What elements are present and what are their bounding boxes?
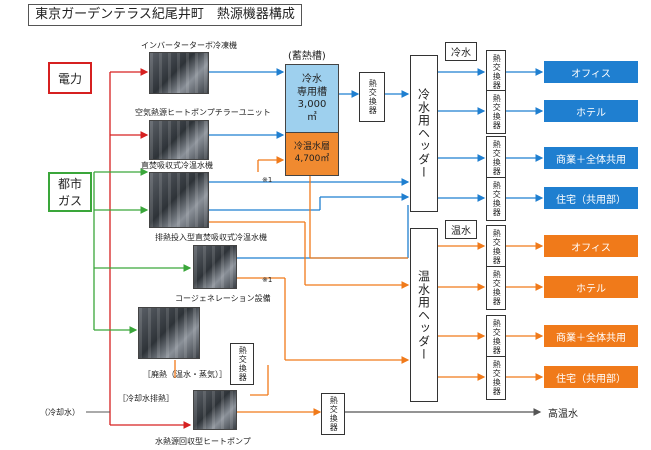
- photo-cogeneration: [138, 307, 200, 359]
- note-1-top: ※1: [262, 176, 273, 184]
- hot-dest-hotel: ホテル: [544, 276, 638, 298]
- storage-cold-volume: 3,000: [297, 99, 327, 110]
- caption-waste-heat: ［廃熱（温水・蒸気）］: [143, 370, 227, 379]
- storage-heading: (蓄熱槽): [288, 51, 326, 62]
- photo-air-heat-pump: [149, 120, 209, 160]
- source-gas-label: 都市ガス: [57, 177, 82, 208]
- heat-exchanger-cold-3: 熱交換器: [486, 136, 506, 180]
- cold-dest-hotel: ホテル: [544, 100, 638, 122]
- heat-exchanger-cold-4: 熱交換器: [486, 177, 506, 221]
- caption-heat-recovery-hp: 水熱源回収型ヒートポンプ: [155, 437, 251, 446]
- hot-dest-office: オフィス: [544, 235, 638, 257]
- source-gas: 都市ガス: [48, 172, 92, 212]
- heat-exchanger-waste: 熱交換器: [230, 343, 254, 385]
- photo-exhaust-absorption: [193, 245, 237, 289]
- hot-dest-commercial: 商業＋全体共用: [544, 325, 638, 347]
- caption-air-heat-pump: 空気熱源ヒートポンプチラーユニット: [135, 108, 271, 117]
- caption-exhaust-absorption: 排熱投入型直焚吸収式冷温水機: [155, 233, 267, 242]
- heat-exchanger-hot-2: 熱交換器: [486, 266, 506, 310]
- cold-dest-residential: 住宅（共用部）: [544, 187, 638, 209]
- cold-dest-commercial: 商業＋全体共用: [544, 147, 638, 169]
- caption-cooling-water: （冷却水）: [40, 408, 80, 417]
- high-temp-water-label: 高温水: [548, 409, 578, 420]
- source-electric: 電力: [48, 62, 92, 94]
- caption-inverter-chiller: インバーターターボ冷凍機: [141, 41, 237, 50]
- heat-exchanger-main: 熱交換器: [359, 72, 385, 122]
- section-label-hot: 温水: [445, 220, 477, 239]
- heat-exchanger-hot-4: 熱交換器: [486, 356, 506, 400]
- caption-direct-absorption: 直焚吸収式冷温水機: [141, 161, 213, 170]
- caption-cooling-water-exhaust: ［冷却水排熱］: [118, 394, 174, 403]
- heat-exchanger-hot-3: 熱交換器: [486, 315, 506, 359]
- heat-exchanger-high-temp: 熱交換器: [321, 393, 345, 435]
- storage-hot-tank: 冷温水層 4,700㎥: [285, 132, 339, 176]
- storage-cold-unit: ㎥: [307, 111, 317, 123]
- storage-cold-tank: 冷水 専用槽 3,000 ㎥: [285, 64, 339, 134]
- cold-water-header: 冷水用ヘッダー: [410, 55, 438, 212]
- storage-cold-line1: 冷水: [302, 74, 322, 85]
- photo-direct-absorption: [149, 172, 209, 228]
- diagram-title: 東京ガーデンテラス紀尾井町 熱源機器構成: [28, 4, 302, 26]
- photo-heat-recovery-hp: [193, 390, 237, 430]
- heat-exchanger-cold-1: 熱交換器: [486, 50, 506, 94]
- caption-cogeneration: コージェネレーション設備: [175, 294, 271, 303]
- heat-exchanger-cold-2: 熱交換器: [486, 90, 506, 134]
- storage-cold-line2: 専用槽: [297, 86, 327, 98]
- hot-dest-residential: 住宅（共用部）: [544, 366, 638, 388]
- cold-dest-office: オフィス: [544, 61, 638, 83]
- photo-inverter-chiller: [149, 52, 209, 94]
- heat-exchanger-hot-1: 熱交換器: [486, 225, 506, 269]
- hot-water-header: 温水用ヘッダー: [410, 228, 438, 402]
- storage-hot-line1: 冷温水層: [293, 142, 330, 153]
- note-1-mid: ※1: [262, 276, 273, 284]
- storage-hot-volume: 4,700㎥: [294, 154, 330, 164]
- section-label-cold: 冷水: [445, 42, 477, 61]
